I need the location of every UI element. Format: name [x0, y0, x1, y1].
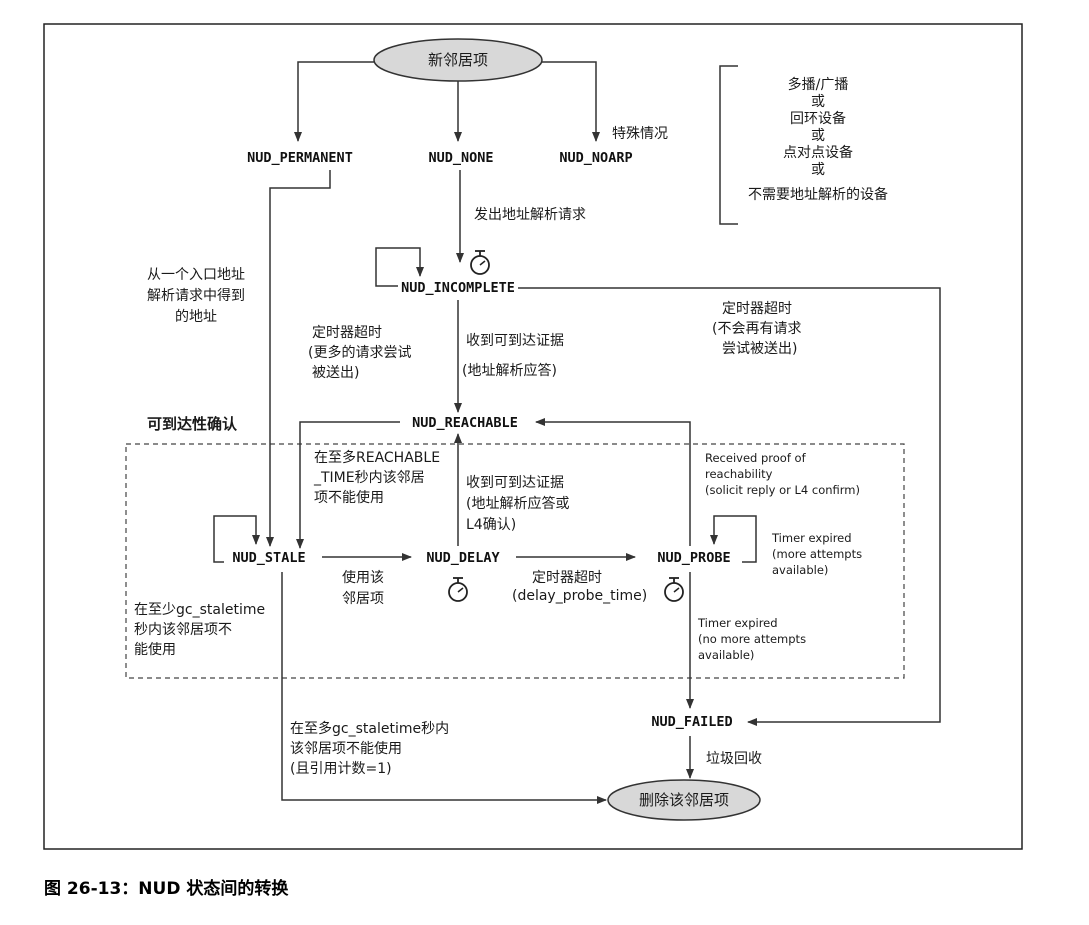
state-none: NUD_NONE	[428, 150, 493, 166]
reachability-confirm-box	[125, 443, 905, 679]
timer-no-more-line-3: 尝试被送出)	[722, 341, 797, 357]
timer-no-more-line-1: 定时器超时	[722, 301, 792, 317]
received-proof-en-1: Received proof of	[705, 451, 807, 465]
reach-confirm-label: 可到达性确认	[147, 415, 238, 433]
bracket-line-1: 多播/广播	[788, 76, 849, 93]
gc-min-line-3: 能使用	[134, 641, 176, 658]
timer-expired-more-1: Timer expired	[771, 531, 852, 545]
state-stale: NUD_STALE	[232, 550, 305, 566]
state-delay: NUD_DELAY	[426, 550, 500, 566]
state-incomplete: NUD_INCOMPLETE	[401, 280, 515, 296]
delete-entry-label: 删除该邻居项	[639, 791, 729, 809]
from-ingress-line-1: 从一个入口地址	[147, 267, 245, 283]
state-failed: NUD_FAILED	[651, 714, 732, 730]
special-case-label: 特殊情况	[612, 126, 668, 142]
use-entry-line-2: 邻居项	[342, 591, 384, 607]
timer-expired-no-2: (no more attempts	[698, 632, 806, 646]
new-entry-label: 新邻居项	[428, 51, 488, 69]
probe-self-loop	[710, 515, 757, 563]
use-entry-line-1: 使用该	[342, 569, 384, 586]
garbage-label: 垃圾回收	[706, 751, 762, 767]
state-noarp: NUD_NOARP	[559, 150, 632, 166]
recv-proof2-line-3: L4确认)	[466, 517, 516, 533]
arrow-to-permanent	[294, 61, 374, 142]
timer-expired-more-2: (more attempts	[772, 547, 862, 561]
delete-entry-ellipse	[607, 779, 761, 821]
received-proof-en-3: (solicit reply or L4 confirm)	[705, 483, 860, 497]
timer-delay-line-2: (delay_probe_time)	[512, 588, 647, 604]
stale-self-loop	[213, 515, 260, 563]
reachable-time-line-1: 在至多REACHABLE	[314, 449, 440, 466]
timer-more-line-1: 定时器超时	[312, 325, 382, 341]
from-ingress-line-3: 的地址	[175, 309, 217, 325]
gc-min-line-2: 秒内该邻居项不	[134, 622, 232, 638]
timer-icon	[470, 250, 490, 275]
received-proof-en-2: reachability	[705, 467, 773, 481]
gc-min-line-1: 在至少gc_staletime	[134, 602, 265, 618]
bracket	[719, 65, 738, 225]
gc-max-line-1: 在至多gc_staletime秒内	[290, 720, 449, 737]
bracket-line-3: 回环设备	[790, 110, 846, 127]
bracket-line-6: 或	[811, 162, 825, 178]
timer-expired-no-1: Timer expired	[697, 616, 778, 630]
from-ingress-line-2: 解析请求中得到	[147, 287, 245, 304]
recv-proof-line-1: 收到可到达证据	[466, 333, 564, 349]
bracket-line-7: 不需要地址解析的设备	[748, 186, 888, 203]
gc-max-line-2: 该邻居项不能使用	[290, 740, 402, 757]
gc-max-line-3: (且引用计数=1)	[290, 761, 392, 777]
reachable-time-line-3: 项不能使用	[314, 489, 384, 506]
bracket-line-5: 点对点设备	[783, 144, 853, 161]
timer-no-more-line-2: (不会再有请求	[712, 321, 801, 337]
probe-timer-icon	[664, 577, 684, 602]
recv-proof-line-2: (地址解析应答)	[462, 362, 557, 379]
recv-proof2-line-1: 收到可到达证据	[466, 475, 564, 491]
send-request-label: 发出地址解析请求	[474, 207, 586, 223]
state-permanent: NUD_PERMANENT	[247, 150, 353, 166]
delay-timer-icon	[448, 577, 468, 602]
state-reachable: NUD_REACHABLE	[412, 415, 518, 431]
timer-expired-more-3: available)	[772, 563, 828, 577]
reachable-time-line-2: _TIME秒内该邻居	[313, 470, 425, 486]
timer-more-line-3: 被送出)	[312, 365, 359, 381]
timer-delay-line-1: 定时器超时	[532, 570, 602, 586]
arrow-reachable-to-stale	[296, 421, 400, 549]
arrow-stale-to-delete	[281, 572, 607, 804]
bracket-line-4: 或	[811, 128, 825, 144]
bracket-line-2: 或	[811, 94, 825, 110]
timer-expired-no-3: available)	[698, 648, 754, 662]
arrow-ingress-to-stale	[266, 170, 331, 547]
incomplete-self-loop	[375, 247, 424, 287]
figure-caption: 图 26-13：NUD 状态间的转换	[44, 878, 289, 899]
arrow-probe-to-reachable	[535, 418, 691, 546]
timer-more-line-2: (更多的请求尝试	[308, 344, 411, 361]
state-probe: NUD_PROBE	[657, 550, 730, 566]
figure-frame	[43, 23, 1023, 850]
arrow-incomplete-to-failed	[518, 287, 941, 726]
recv-proof2-line-2: (地址解析应答或	[466, 495, 569, 512]
arrow-to-noarp	[542, 61, 600, 142]
